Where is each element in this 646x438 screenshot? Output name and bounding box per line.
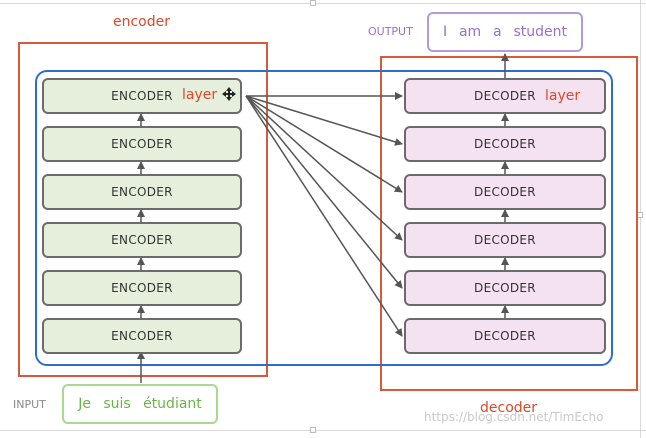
input-word: étudiant (143, 396, 202, 412)
encoder-block-6: ENCODER (42, 78, 242, 114)
output-word: a (493, 24, 502, 40)
input-word: Je (78, 396, 91, 412)
frame-right-line (640, 0, 641, 438)
encoder-block-4: ENCODER (42, 174, 242, 210)
decoder-block-3: DECODER (404, 222, 606, 258)
decoder-block-label: DECODER (474, 233, 536, 247)
resize-handle-bottom[interactable] (310, 427, 316, 433)
output-word: student (513, 24, 568, 40)
output-word: I (442, 24, 448, 40)
output-sentence-box: I am a student (427, 12, 583, 52)
encoder-block-2: ENCODER (42, 270, 242, 306)
output-label: OUTPUT (368, 25, 413, 38)
decoder-block-1: DECODER (404, 318, 606, 354)
resize-handle-top[interactable] (310, 0, 316, 6)
decoder-block-label: DECODER (474, 89, 536, 103)
decoder-block-6: DECODER (404, 78, 606, 114)
encoder-group-frame (18, 42, 268, 377)
encoder-block-label: ENCODER (111, 185, 173, 199)
input-label: INPUT (13, 398, 46, 411)
frame-top-line (0, 3, 646, 4)
encoder-block-3: ENCODER (42, 222, 242, 258)
encoder-decoder-stack-frame (35, 70, 613, 366)
decoder-group-label: decoder (480, 400, 538, 416)
encoder-block-label: ENCODER (111, 329, 173, 343)
decoder-block-label: DECODER (474, 329, 536, 343)
encoder-group-label: encoder (113, 14, 171, 30)
decoder-block-label: DECODER (474, 137, 536, 151)
decoder-group-frame (380, 56, 638, 391)
decoder-block-5: DECODER (404, 126, 606, 162)
encoder-layer-annotation: layer (182, 87, 218, 103)
encoder-block-5: ENCODER (42, 126, 242, 162)
watermark-text: https://blog.csdn.net/TimEcho (424, 410, 604, 424)
input-word: suis (103, 396, 131, 412)
decoder-layer-annotation: layer (545, 88, 581, 104)
encoder-block-1: ENCODER (42, 318, 242, 354)
encoder-block-label: ENCODER (111, 281, 173, 295)
encoder-block-label: ENCODER (111, 89, 173, 103)
input-sentence-box: Je suis étudiant (62, 384, 218, 424)
encoder-block-label: ENCODER (111, 137, 173, 151)
frame-bottom-line (0, 430, 646, 431)
output-word: am (458, 24, 482, 40)
decoder-block-label: DECODER (474, 185, 536, 199)
encoder-block-label: ENCODER (111, 233, 173, 247)
decoder-block-4: DECODER (404, 174, 606, 210)
decoder-block-2: DECODER (404, 270, 606, 306)
decoder-block-label: DECODER (474, 281, 536, 295)
